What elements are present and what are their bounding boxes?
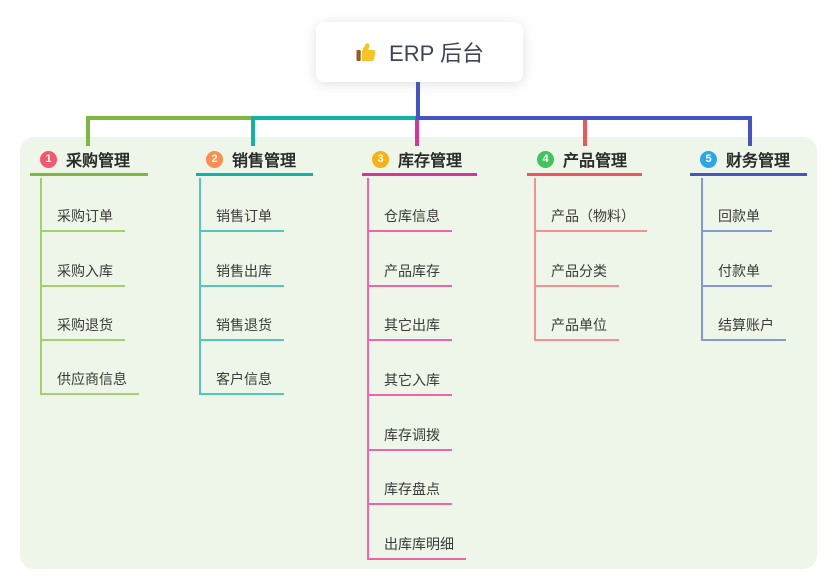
child-node-product-stock[interactable]: 产品库存 (367, 263, 452, 287)
root-node-erp-backend[interactable]: ERP 后台 (316, 22, 523, 82)
connector-drop-purchase (86, 116, 90, 146)
child-node-sales-outbound[interactable]: 销售出库 (199, 263, 284, 287)
connector-line-finance (418, 116, 752, 120)
branch-header-inventory[interactable]: 3 库存管理 (362, 145, 477, 176)
branch-header-purchase[interactable]: 1 采购管理 (30, 145, 148, 176)
child-node-stock-transfer[interactable]: 库存调拨 (367, 427, 452, 451)
child-node-product-category[interactable]: 产品分类 (534, 263, 619, 287)
child-node-product-unit[interactable]: 产品单位 (534, 317, 619, 341)
connector-drop-finance (748, 116, 752, 146)
branch-label: 库存管理 (398, 153, 463, 170)
child-node-customer-info[interactable]: 客户信息 (199, 371, 284, 395)
child-node-purchase-return[interactable]: 采购退货 (40, 317, 125, 341)
branch-label: 销售管理 (232, 153, 297, 170)
child-node-sales-return[interactable]: 销售退货 (199, 317, 284, 341)
child-node-stock-count[interactable]: 库存盘点 (367, 481, 452, 505)
mindmap-panel (20, 137, 817, 569)
connector-drop-sales (251, 116, 255, 146)
child-node-product-material[interactable]: 产品（物料） (534, 208, 647, 232)
child-node-purchase-order[interactable]: 采购订单 (40, 208, 125, 232)
branch-badge-3: 3 (372, 150, 389, 168)
connector-drop-inventory (415, 116, 419, 146)
branch-header-product[interactable]: 4 产品管理 (527, 145, 642, 176)
connector-line-sales (251, 116, 420, 120)
branch-badge-5: 5 (700, 150, 717, 168)
child-node-receipt-bill[interactable]: 回款单 (701, 208, 772, 232)
thumbs-up-icon (356, 43, 376, 61)
child-node-outbound-detail[interactable]: 出库库明细 (367, 536, 466, 560)
branch-badge-1: 1 (40, 150, 57, 168)
branch-badge-2: 2 (206, 150, 223, 168)
branch-label: 财务管理 (726, 153, 791, 170)
child-connector-product (534, 178, 536, 341)
branch-badge-4: 4 (537, 150, 554, 168)
child-node-other-inbound[interactable]: 其它入库 (367, 372, 452, 396)
branch-header-finance[interactable]: 5 财务管理 (690, 145, 807, 176)
child-connector-inventory (367, 178, 369, 560)
child-node-purchase-inbound[interactable]: 采购入库 (40, 263, 125, 287)
child-node-other-outbound[interactable]: 其它出库 (367, 317, 452, 341)
root-stem-line (416, 82, 420, 120)
connector-drop-product (583, 116, 587, 146)
child-node-sales-order[interactable]: 销售订单 (199, 208, 284, 232)
child-node-warehouse-info[interactable]: 仓库信息 (367, 208, 452, 232)
branch-label: 采购管理 (66, 153, 131, 170)
child-node-settlement-account[interactable]: 结算账户 (701, 317, 786, 341)
child-node-supplier-info[interactable]: 供应商信息 (40, 371, 139, 395)
child-connector-finance (701, 178, 703, 341)
branch-label: 产品管理 (563, 153, 628, 170)
branch-header-sales[interactable]: 2 销售管理 (196, 145, 313, 176)
child-node-payment-bill[interactable]: 付款单 (701, 263, 772, 287)
root-node-label: ERP 后台 (389, 41, 484, 66)
